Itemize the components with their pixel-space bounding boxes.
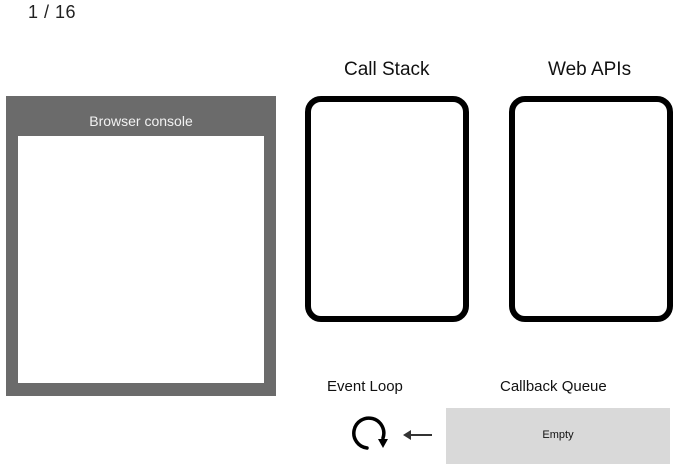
callback-queue-empty-label: Empty <box>542 429 574 441</box>
event-loop-title: Event Loop <box>327 378 403 395</box>
callback-queue-box: Empty <box>446 408 670 464</box>
loop-icon <box>352 416 388 450</box>
browser-console-title: Browser console <box>89 113 193 129</box>
browser-console: Browser console <box>6 96 276 396</box>
web-apis-title: Web APIs <box>548 59 632 80</box>
web-apis-box <box>509 96 673 322</box>
browser-console-output <box>18 136 264 383</box>
callback-queue-title: Callback Queue <box>500 378 607 395</box>
slide-counter: 1 / 16 <box>28 2 77 22</box>
call-stack-box <box>305 96 469 322</box>
call-stack-title: Call Stack <box>344 59 430 80</box>
arrow-left-icon <box>403 430 432 440</box>
